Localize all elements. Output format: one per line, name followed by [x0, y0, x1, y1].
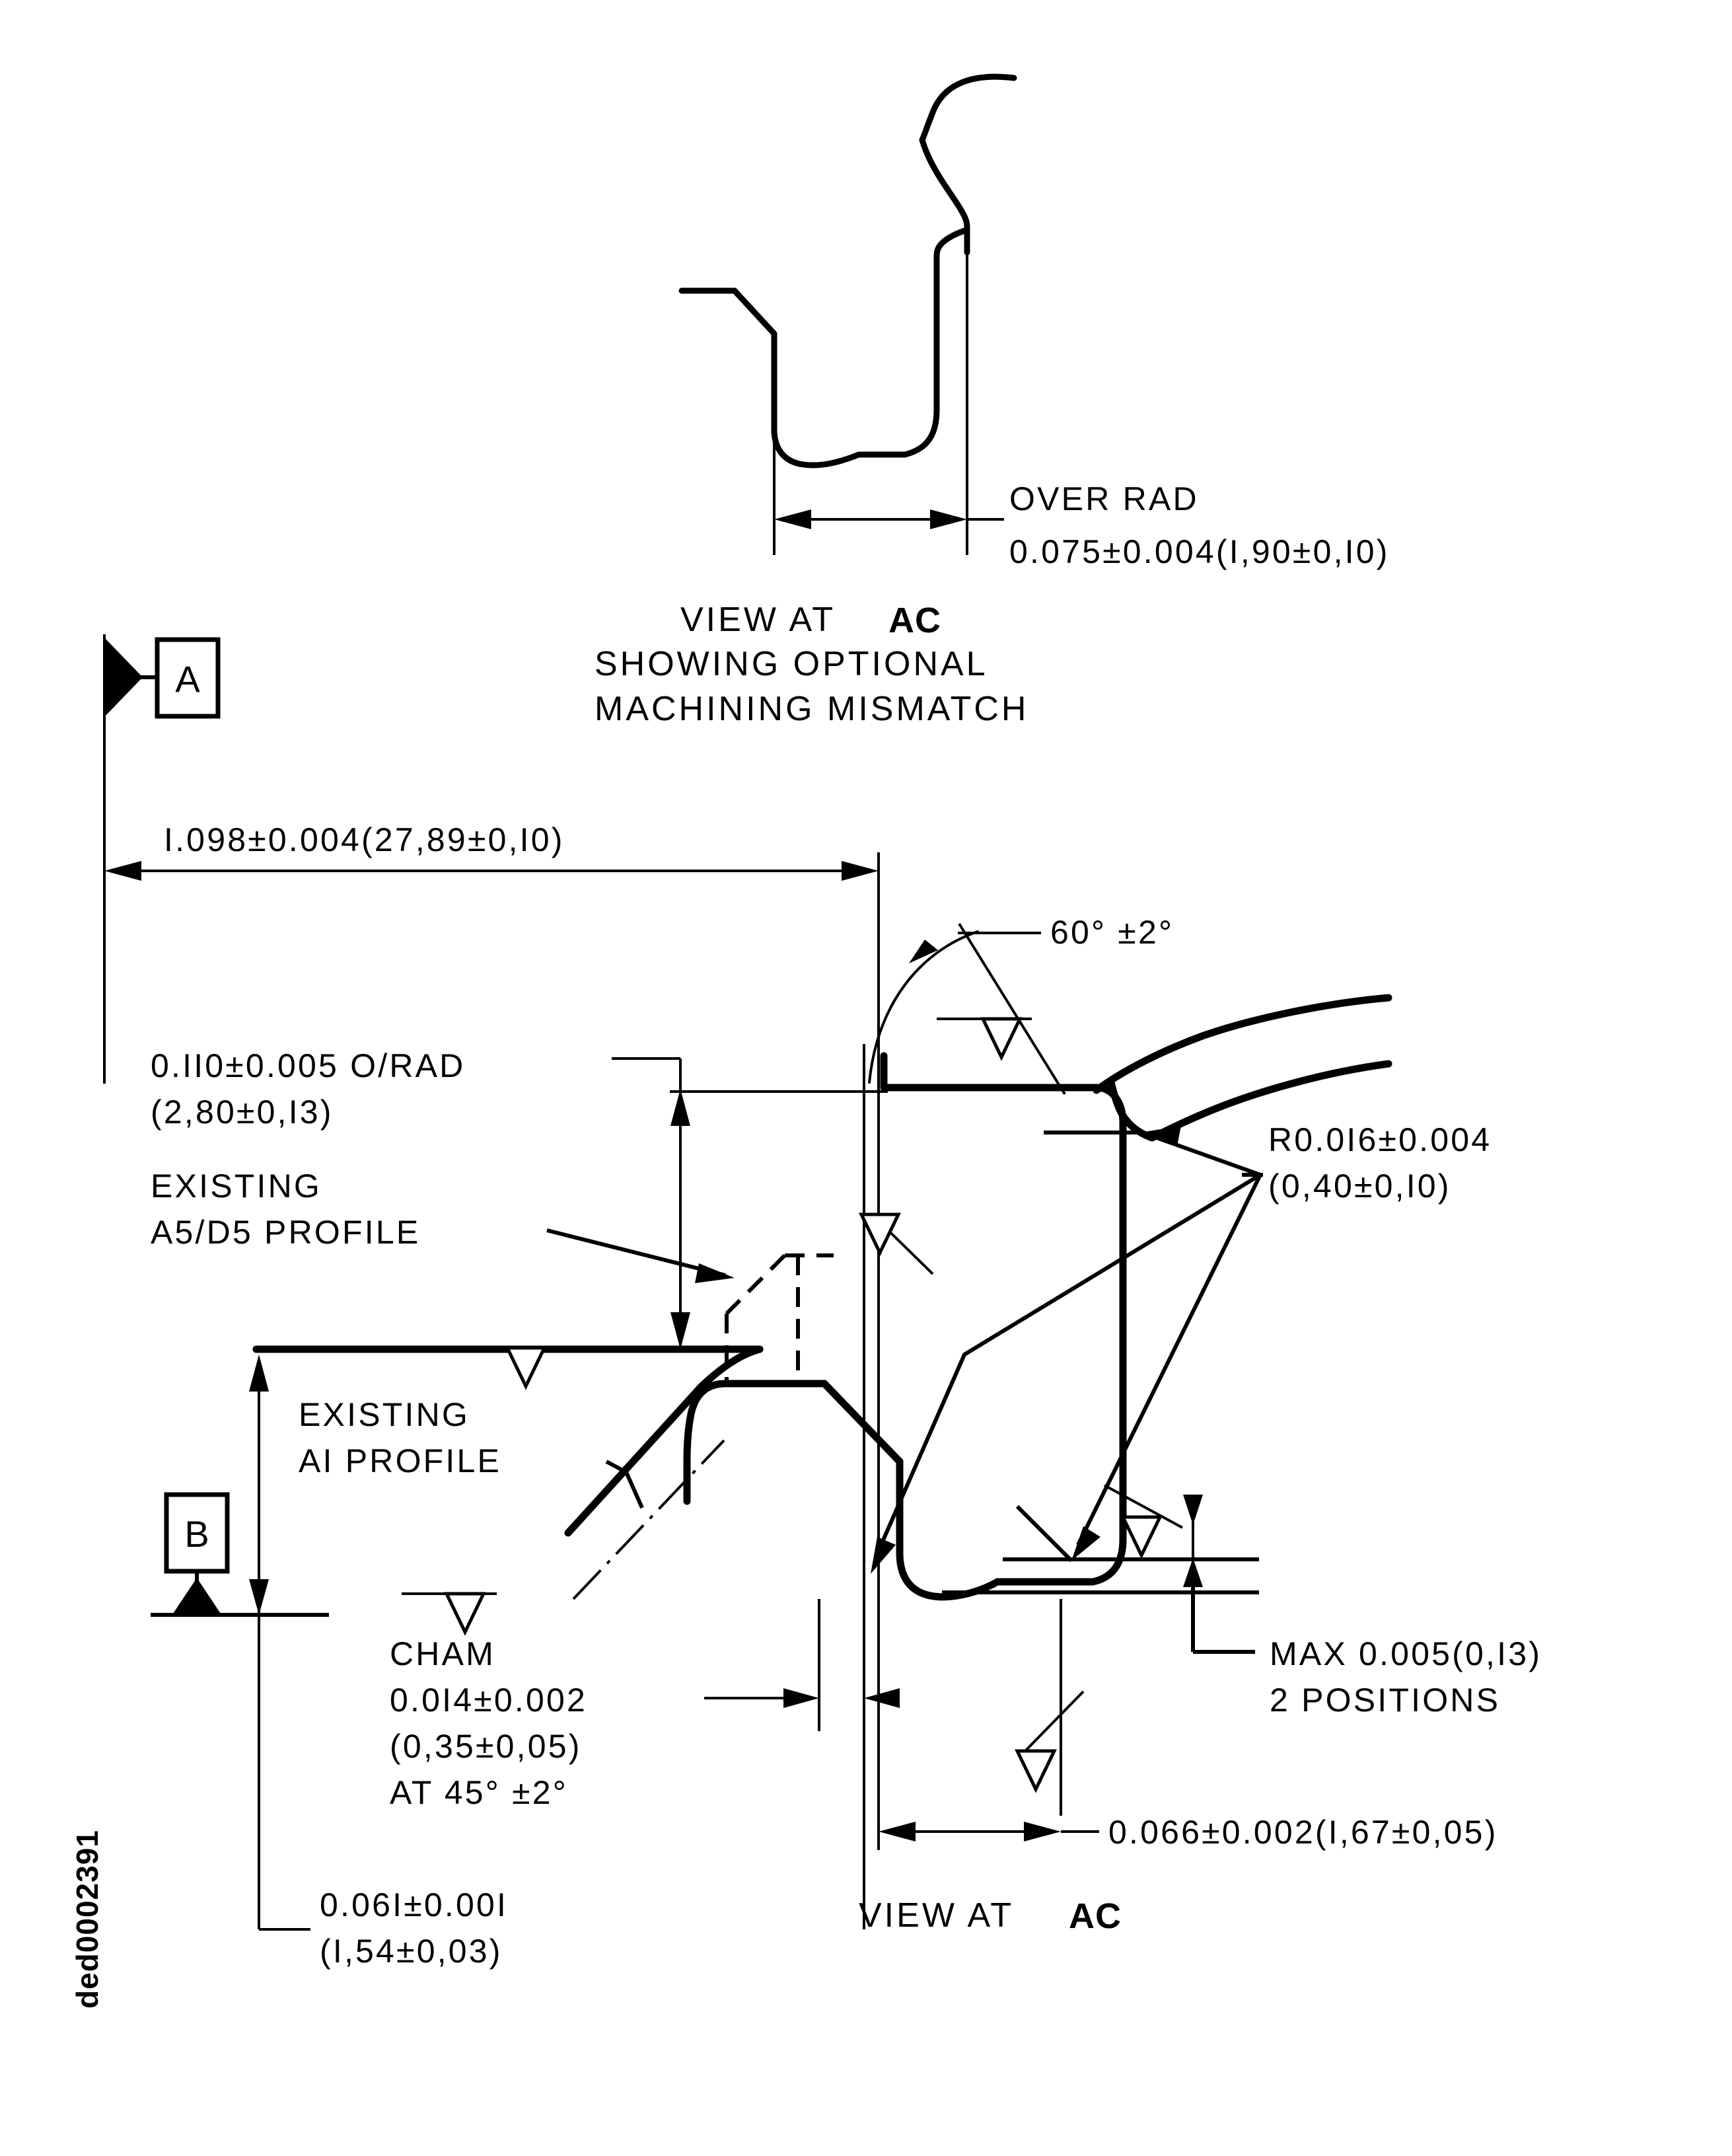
existing-a5d5-line1: EXISTING: [151, 1168, 322, 1205]
bottom-view-title-ref: AC: [1069, 1896, 1122, 1936]
datum-b-triangle: [173, 1578, 221, 1614]
radius-016-line1: R0.0I6±0.004: [1268, 1121, 1492, 1158]
cham-line2: 0.0I4±0.002: [390, 1682, 587, 1719]
over-rad-line2: 0.075±0.004(I,90±0,I0): [1009, 533, 1390, 570]
top-view-profile: [678, 73, 1017, 555]
width-066-dimension: 0.066±0.002(I,67±0,05): [879, 1599, 1498, 1851]
angle-60-label: 60° ±2°: [1050, 914, 1174, 951]
top-view-subtitle-2: MACHINING MISMATCH: [595, 690, 1028, 728]
over-rad-line1: OVER RAD: [1009, 480, 1199, 517]
drawing-number-group: ded0002391: [70, 1830, 104, 2009]
cham-line1: CHAM: [390, 1635, 495, 1672]
height-061-line2: (I,54±0,03): [320, 1933, 503, 1970]
datum-a-label: A: [175, 658, 200, 700]
top-view-title: VIEW AT AC SHOWING OPTIONAL MACHINING MI…: [595, 601, 1028, 728]
surface-finish-symbol-6-group: [859, 1212, 934, 1275]
datum-a-box: [155, 637, 221, 719]
datum-a: A: [103, 634, 221, 834]
overall-width-dimension: I.098±0.004(27,89±0,I0): [103, 821, 880, 1850]
width-066-label: 0.066±0.002(I,67±0,05): [1108, 1814, 1498, 1851]
surface-finish-symbol-1: [980, 1017, 1023, 1061]
radius-016-line2: (0,40±0,I0): [1268, 1168, 1451, 1205]
surface-finish-symbol-3-group: [402, 1592, 497, 1636]
existing-a1-callout: EXISTING AI PROFILE: [299, 1396, 644, 1509]
cham-line3: (0,35±0,05): [390, 1728, 582, 1765]
existing-a5d5-callout: EXISTING A5/D5 PROFILE: [151, 1168, 735, 1283]
radius-016-callout: R0.0I6±0.004 (0,40±0,I0): [871, 1121, 1492, 1574]
bottom-view-title-prefix: VIEW AT: [859, 1896, 1026, 1935]
surface-finish-symbol-5-group: [1015, 1690, 1085, 1793]
existing-a1-line2: AI PROFILE: [299, 1442, 501, 1479]
height-061-line1: 0.06I±0.00I: [320, 1886, 508, 1923]
overall-width-label: I.098±0.004(27,89±0,I0): [164, 821, 565, 858]
over-rad-label: OVER RAD 0.075±0.004(I,90±0,I0): [1009, 480, 1390, 570]
max-flat-line1: MAX 0.005(0,I3): [1270, 1635, 1542, 1672]
max-flat-callout: MAX 0.005(0,I3) 2 POSITIONS: [1183, 1495, 1542, 1719]
existing-a5d5-line2: A5/D5 PROFILE: [151, 1214, 420, 1251]
o-rad-110-callout: 0.II0±0.005 O/RAD (2,80±0,I3): [151, 1047, 888, 1349]
height-061-dimension: 0.06I±0.00I (I,54±0,03): [249, 1355, 508, 1970]
angle-60-callout: 60° ±2°: [868, 914, 1174, 1096]
top-view-title-ref: AC: [888, 601, 941, 640]
cham-line4: AT 45° ±2°: [390, 1774, 568, 1811]
datum-b: B: [151, 1492, 329, 1617]
drawing-number: ded0002391: [70, 1830, 104, 2009]
surface-finish-symbol-4-group: [1104, 1484, 1183, 1559]
o-rad-110-line2: (2,80±0,I3): [151, 1094, 334, 1131]
datum-b-label: B: [184, 1513, 209, 1555]
top-view-subtitle-1: SHOWING OPTIONAL: [595, 645, 988, 683]
o-rad-110-line1: 0.II0±0.005 O/RAD: [151, 1047, 466, 1084]
existing-a1-line1: EXISTING: [299, 1396, 470, 1433]
over-rad-dimension: [774, 509, 1004, 529]
top-view-title-prefix: VIEW AT: [680, 601, 848, 639]
bottom-view-title: VIEW AT AC: [859, 1896, 1122, 1936]
surface-finish-symbol-2-group: [462, 1346, 556, 1390]
max-flat-line2: 2 POSITIONS: [1270, 1682, 1500, 1719]
cham-callout: CHAM 0.0I4±0.002 (0,35±0,05) AT 45° ±2°: [390, 1599, 900, 1811]
datum-a-triangle: [104, 638, 143, 717]
